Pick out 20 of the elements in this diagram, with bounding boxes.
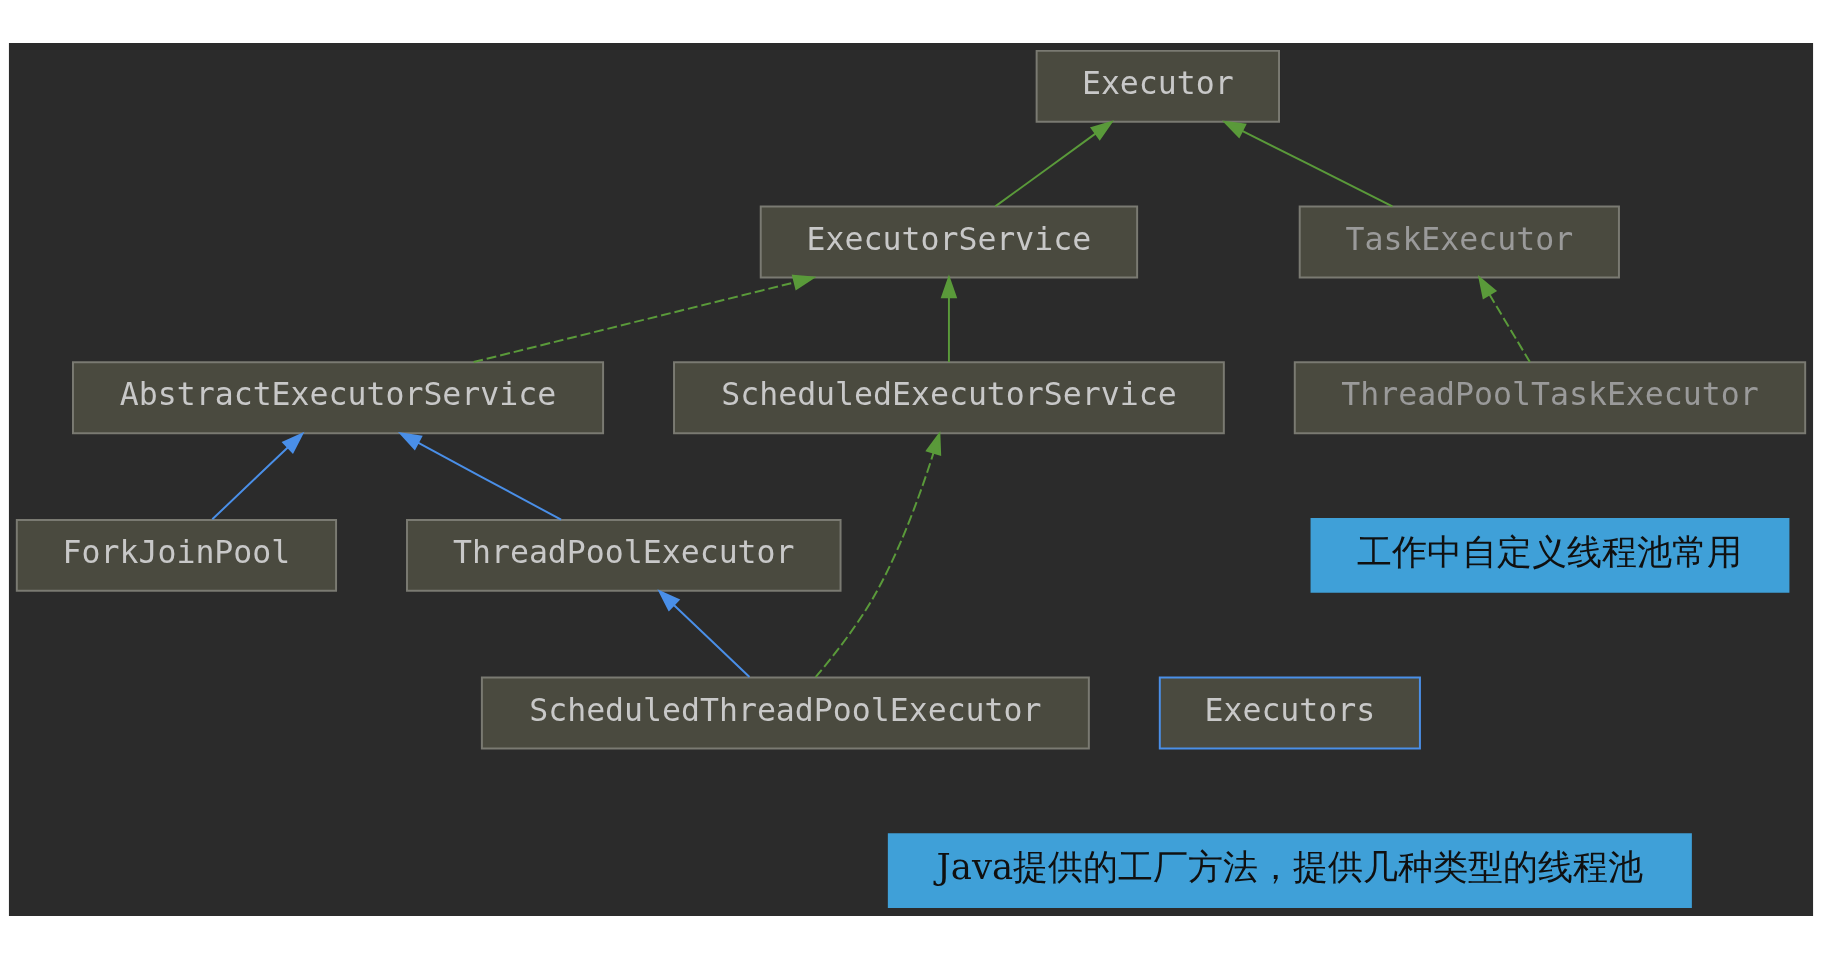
arrow (657, 588, 751, 678)
node-box: ThreadPoolExecutor (406, 518, 842, 592)
node-box: ScheduledThreadPoolExecutor (480, 676, 1090, 749)
node-box: Executors (1158, 676, 1421, 749)
node-box: AbstractExecutorService (72, 360, 605, 434)
arrow (994, 119, 1114, 207)
arrow (211, 431, 305, 520)
node-box: Executor (1035, 49, 1280, 123)
node-box: ForkJoinPool (15, 518, 338, 592)
node-box: ScheduledExecutorService (673, 360, 1225, 434)
arrow (397, 431, 563, 521)
node-box: ExecutorService (759, 205, 1139, 278)
label: 工作中自定义线程池常用 (1357, 530, 1743, 572)
arrow (472, 274, 817, 363)
node-box: TaskExecutor (1298, 205, 1620, 278)
arrow (814, 430, 942, 678)
node-box: ThreadPoolTaskExecutor (1293, 360, 1807, 434)
arrow (1221, 120, 1394, 207)
arrow (940, 274, 958, 363)
arrow (1477, 274, 1531, 363)
